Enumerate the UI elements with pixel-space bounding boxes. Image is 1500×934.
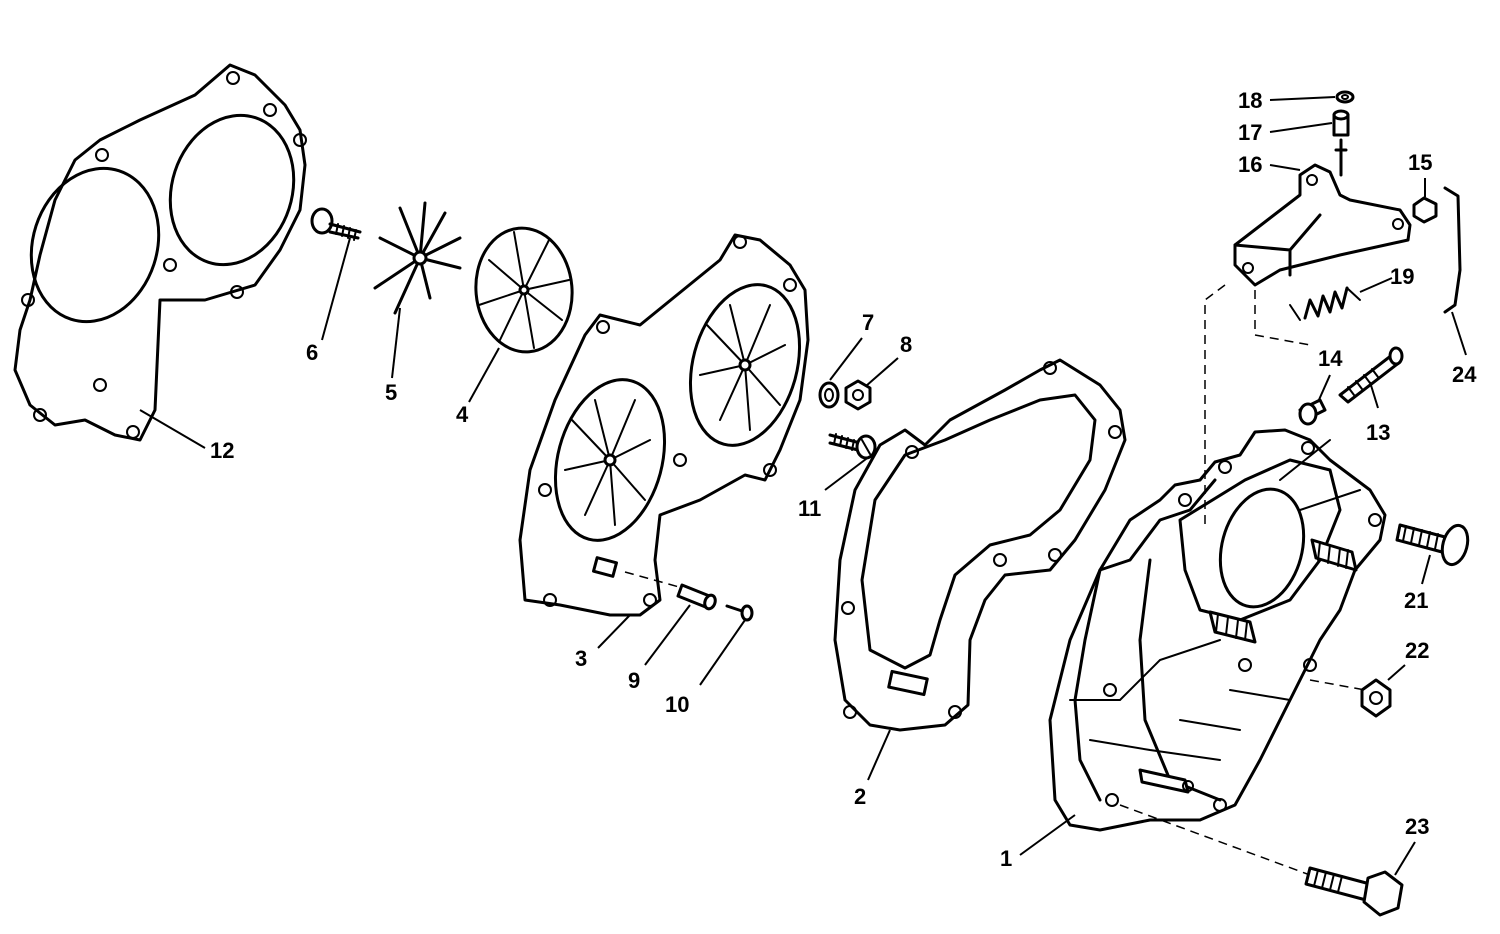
callout-17: 17: [1238, 120, 1262, 145]
callout-2: 2: [854, 784, 866, 809]
callout-11: 11: [798, 496, 821, 521]
callout-22: 22: [1405, 638, 1429, 663]
part-22-nut: 22: [1360, 638, 1429, 718]
callout-23: 23: [1405, 814, 1429, 839]
part-2-gasket: 2: [833, 358, 1127, 809]
part-11-screw: 11: [798, 433, 877, 521]
callout-14: 14: [1318, 346, 1343, 371]
part-10-screw: 10: [665, 604, 754, 717]
part-6-screw: 6: [306, 207, 362, 365]
part-7-washer: 7: [818, 310, 874, 409]
callout-16: 16: [1238, 152, 1262, 177]
part-1-housing: 1: [1000, 284, 1387, 876]
callout-15: 15: [1408, 150, 1432, 175]
part-16-lever-arm: 16: [1233, 152, 1412, 287]
callout-8: 8: [900, 332, 912, 357]
part-13-stud: 13: [1338, 346, 1404, 445]
part-17-sleeve: 17: [1238, 109, 1350, 177]
callout-10: 10: [665, 692, 689, 717]
part-14-fitting: 14: [1298, 346, 1343, 426]
callout-13: 13: [1366, 420, 1390, 445]
part-15-nut: 15: [1408, 150, 1438, 224]
part-23-bolt: 23: [1304, 814, 1429, 917]
part-3-pump-body: 3: [518, 233, 810, 671]
callout-7: 7: [862, 310, 874, 335]
callout-6: 6: [306, 340, 318, 365]
callout-4: 4: [456, 402, 469, 427]
part-5-star-valve: 5: [373, 201, 462, 405]
part-9-pin: 9: [628, 583, 717, 693]
part-8-nut: 8: [844, 332, 912, 411]
callout-12: 12: [210, 438, 234, 463]
callout-24: 24: [1452, 362, 1477, 387]
part-21-screw: 21: [1395, 523, 1470, 613]
part-24-rod: 24: [1443, 186, 1477, 387]
callout-18: 18: [1238, 88, 1262, 113]
callout-19: 19: [1390, 264, 1414, 289]
part-12-gasket: 12: [13, 63, 307, 463]
callout-5: 5: [385, 380, 397, 405]
part-4-petal-disc: 4: [456, 226, 574, 427]
callout-1: 1: [1000, 846, 1012, 871]
callout-21: 21: [1404, 588, 1428, 613]
callout-9: 9: [628, 668, 640, 693]
callout-3: 3: [575, 646, 587, 671]
part-18-washer: 18: [1238, 88, 1355, 113]
part-19-spring: 19: [1254, 264, 1414, 346]
